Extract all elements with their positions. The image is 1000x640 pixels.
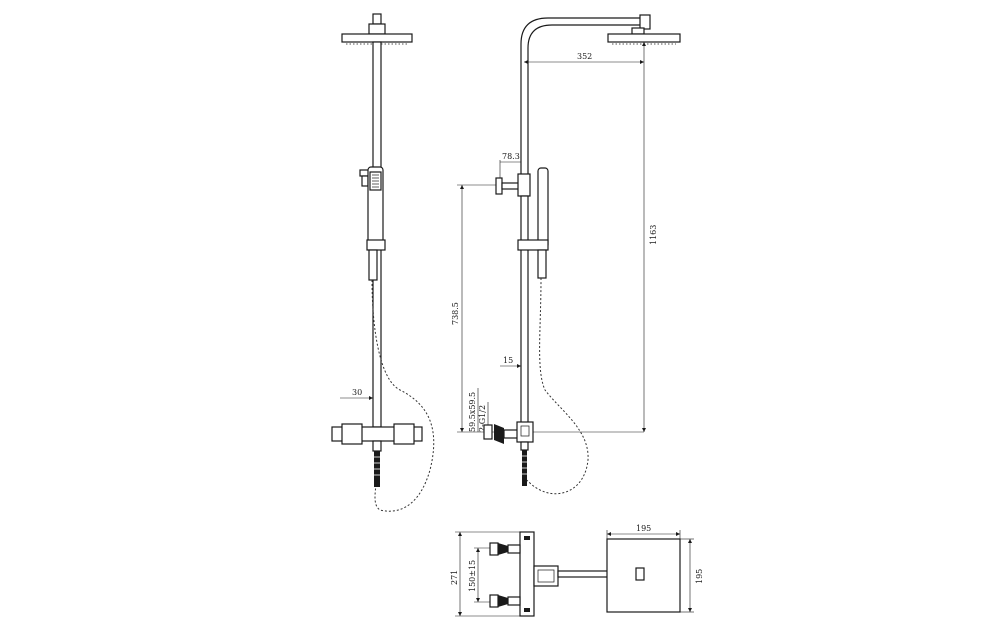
valve-left-handle <box>341 423 363 445</box>
top-left-handle-cap <box>489 542 499 556</box>
side-view: 352 1163 78.3 738.5 15 59.5x59 <box>451 14 681 495</box>
diverter-stem <box>501 182 521 190</box>
slide-rail <box>520 195 529 427</box>
curved-shower-arm-inner <box>527 24 640 178</box>
valve-outlet <box>372 440 382 452</box>
bottom-left-handle-stem <box>507 596 521 606</box>
overhead-shower-head-side <box>607 33 681 43</box>
dimension-head-width: 195 <box>636 524 651 533</box>
slide-holder-side <box>517 239 549 251</box>
valve-body-top <box>519 531 535 617</box>
dimension-centers: 150±15 <box>468 560 477 592</box>
valve-body-side <box>516 421 534 443</box>
holder-bracket <box>368 249 378 281</box>
valve-handle-side <box>494 424 504 444</box>
head-swivel-joint <box>368 23 386 35</box>
diverter-hub-top <box>533 565 559 587</box>
dimension-valve-width: 271 <box>450 570 459 585</box>
shower-hose <box>371 279 435 512</box>
hand-shower-side <box>537 167 549 249</box>
dimension-head-reach: 352 <box>577 52 592 61</box>
valve-outlet-side <box>520 441 529 451</box>
slide-holder <box>366 239 386 251</box>
dimension-thread-size: 2-G1/2 <box>478 405 487 432</box>
top-view: 271 150±15 195 <box>450 524 704 617</box>
ceiling-connector <box>372 13 382 25</box>
front-view: 30 <box>331 13 435 512</box>
valve-right-handle <box>393 423 415 445</box>
bottom-left-handle-cap <box>489 594 499 608</box>
dimension-overall-height: 1163 <box>649 225 658 245</box>
dimension-head-depth: 195 <box>695 569 704 584</box>
diverter-cross-handle <box>495 177 503 195</box>
dimension-diverter-offset: 78.3 <box>502 152 520 161</box>
curved-shower-arm-outer <box>520 17 646 178</box>
dimension-front-offset: 30 <box>352 388 362 397</box>
dimension-rail-offset: 15 <box>503 356 513 365</box>
hand-shower-grip <box>537 249 547 279</box>
head-joint-side <box>631 27 645 35</box>
diverter-lever <box>361 175 369 187</box>
top-left-handle-stem <box>507 544 521 554</box>
overhead-shower-head <box>341 33 413 43</box>
arm-end-cap <box>639 14 651 30</box>
dimension-valve-to-holder: 738.5 <box>451 302 460 325</box>
valve-left-knob-side <box>483 424 493 440</box>
diverter-body <box>517 173 531 197</box>
shower-hose-side <box>525 277 589 495</box>
valve-connector-side <box>503 429 519 439</box>
dimension-outlet-spacing: 59.5x59.5 <box>468 392 477 432</box>
